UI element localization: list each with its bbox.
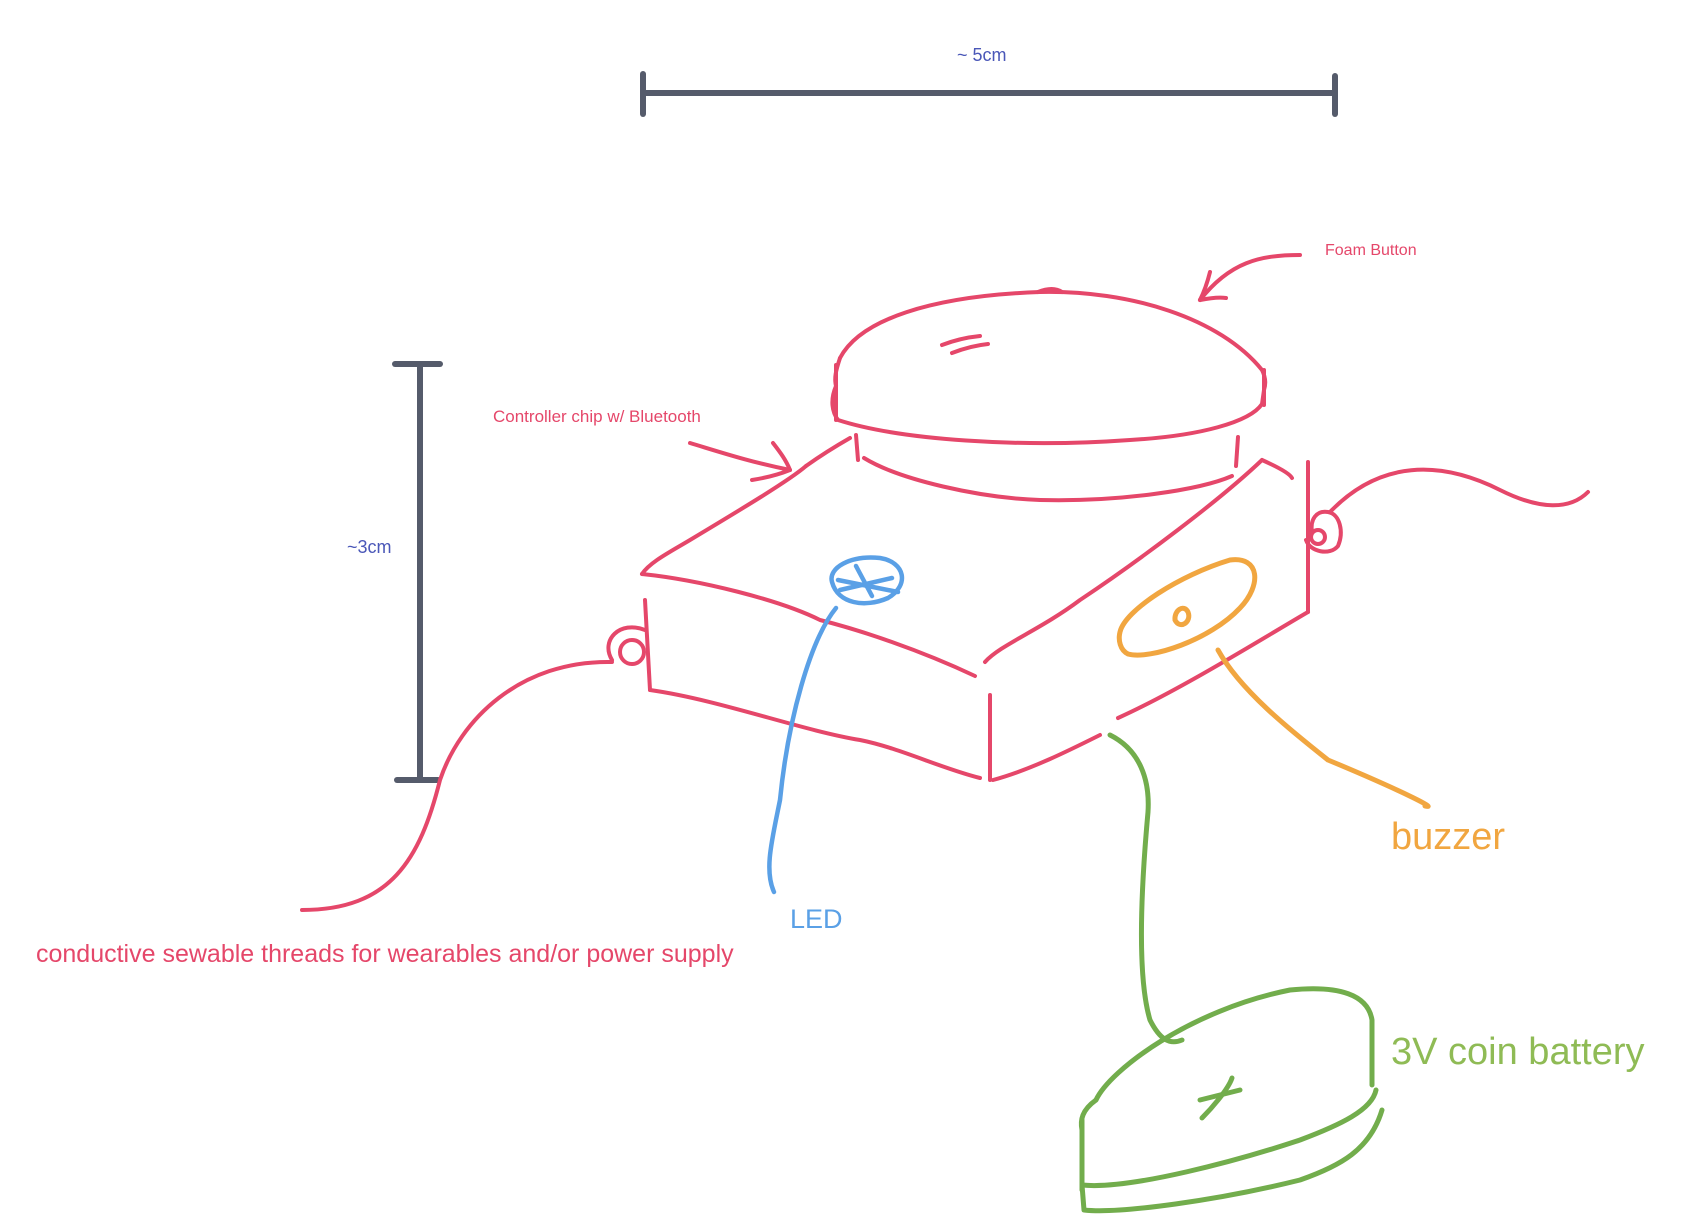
conductive-threads-label: conductive sewable threads for wearables…: [36, 942, 734, 967]
coin-battery-label: 3V coin battery: [1391, 1033, 1644, 1071]
controller-chip-label: Controller chip w/ Bluetooth: [493, 408, 701, 425]
height-dimension-bar: [395, 364, 440, 780]
width-dimension-bar: [643, 74, 1335, 114]
width-dimension-label: ~ 5cm: [957, 46, 1007, 64]
buzzer-component: [1119, 560, 1428, 807]
coin-battery-component: [1081, 735, 1382, 1211]
controller-box-outline: [302, 255, 1588, 910]
foam-button-label: Foam Button: [1325, 243, 1417, 259]
foam-button-outline: [832, 289, 1265, 500]
buzzer-label: buzzer: [1391, 818, 1505, 856]
led-label: LED: [790, 906, 843, 933]
height-dimension-label: ~3cm: [347, 538, 392, 556]
